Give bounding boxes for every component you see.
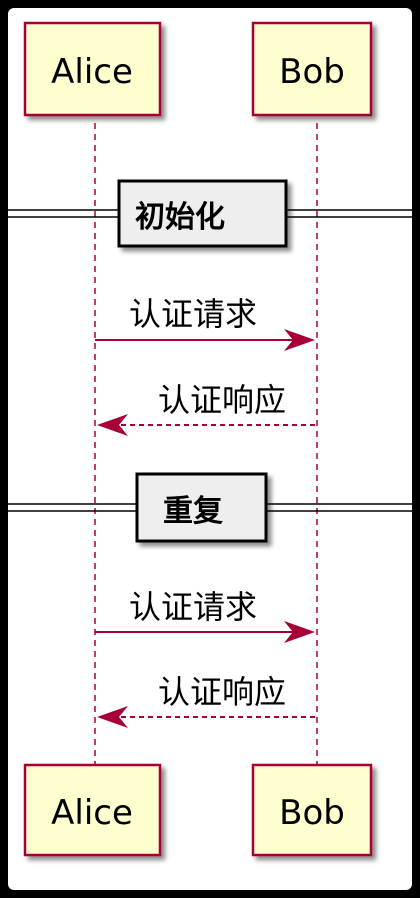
message-3: 认证请求 bbox=[95, 588, 315, 643]
message-1: 认证请求 bbox=[95, 295, 315, 351]
participant-bob-top: Bob bbox=[251, 21, 373, 117]
participant-bob-top-label: Bob bbox=[279, 52, 345, 92]
message-3-label: 认证请求 bbox=[129, 588, 257, 626]
participant-alice-top-label: Alice bbox=[51, 52, 133, 92]
group-divider-1-title: 初始化 bbox=[135, 200, 225, 235]
message-2: 认证响应 bbox=[97, 381, 317, 436]
message-2-arrowhead bbox=[97, 414, 128, 436]
participant-alice-bottom: Alice bbox=[23, 763, 162, 857]
participant-bob-bottom: Bob bbox=[251, 763, 373, 857]
message-2-label: 认证响应 bbox=[158, 381, 286, 419]
message-1-arrowhead bbox=[284, 329, 315, 351]
group-divider-1: 初始化 bbox=[8, 179, 412, 248]
group-divider-2: 重复 bbox=[8, 472, 412, 543]
message-4-arrowhead bbox=[97, 706, 128, 728]
participant-bob-bottom-label: Bob bbox=[279, 793, 345, 833]
group-divider-2-title: 重复 bbox=[163, 494, 223, 529]
participant-alice-bottom-label: Alice bbox=[51, 793, 133, 833]
message-3-arrowhead bbox=[284, 621, 315, 643]
message-1-label: 认证请求 bbox=[129, 295, 257, 333]
message-4: 认证响应 bbox=[97, 673, 317, 728]
message-4-label: 认证响应 bbox=[158, 673, 286, 711]
diagram-canvas bbox=[8, 8, 412, 890]
participant-alice-top: Alice bbox=[23, 21, 162, 117]
